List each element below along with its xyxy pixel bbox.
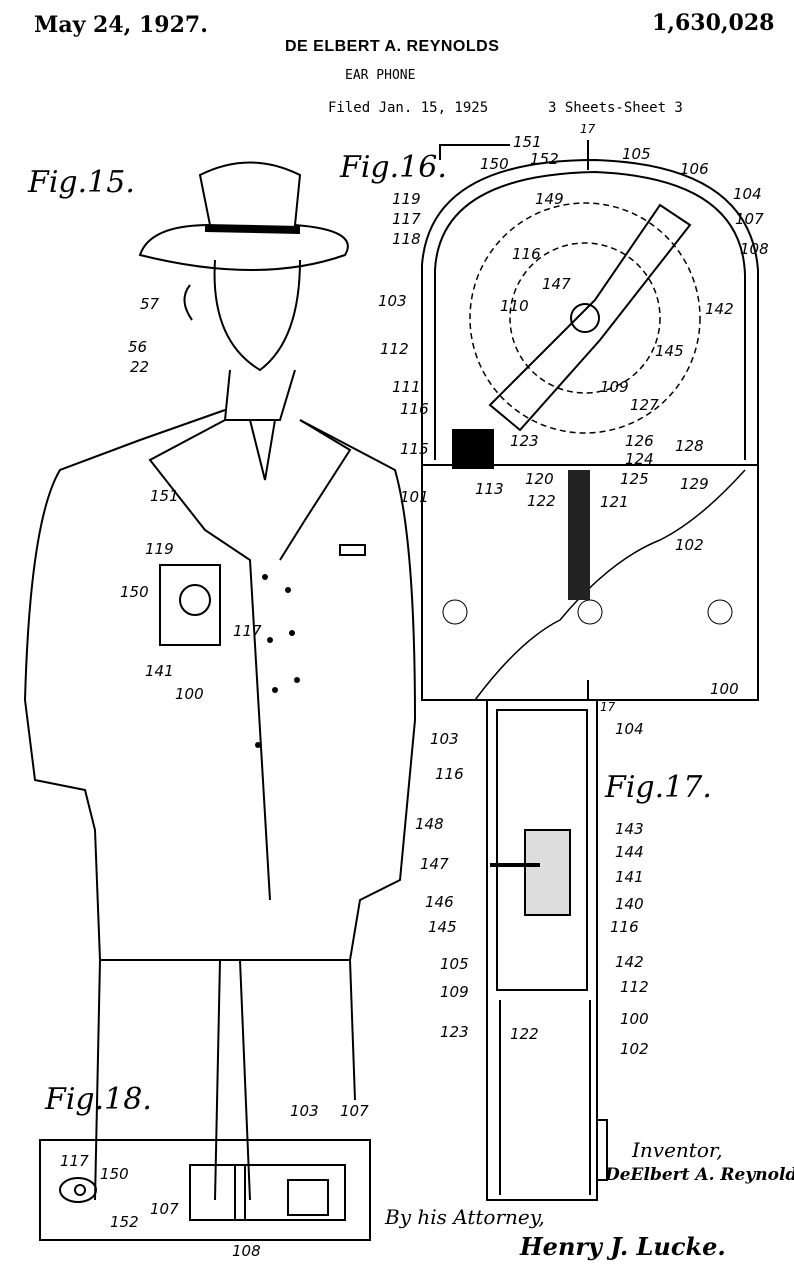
ref-label: 129 bbox=[680, 475, 709, 493]
ref-label: 116 bbox=[610, 918, 639, 936]
ref-label: 146 bbox=[425, 893, 454, 911]
fig17-section-drawing bbox=[486, 699, 608, 1201]
ref-label: 120 bbox=[525, 470, 554, 488]
ref-label: 109 bbox=[440, 983, 469, 1001]
ref-label: 105 bbox=[622, 145, 651, 163]
ref-label: 112 bbox=[620, 978, 649, 996]
ref-label: 124 bbox=[625, 450, 654, 468]
ref-label: 113 bbox=[475, 480, 504, 498]
ref-label: 143 bbox=[615, 820, 644, 838]
filed-date: Filed Jan. 15, 1925 bbox=[328, 100, 489, 116]
ref-label: 102 bbox=[675, 536, 704, 554]
ref-label: 142 bbox=[705, 300, 734, 318]
ref-label: 118 bbox=[392, 230, 421, 248]
ref-label: 150 bbox=[120, 583, 149, 601]
ref-label: 104 bbox=[733, 185, 762, 203]
ref-label: 147 bbox=[542, 275, 571, 293]
ref-label: 100 bbox=[620, 1010, 649, 1028]
sheet-count: 3 Sheets-Sheet 3 bbox=[548, 100, 683, 116]
ref-label: 141 bbox=[615, 868, 644, 886]
ref-label: 107 bbox=[340, 1102, 369, 1120]
fig16-label: Fig.16. bbox=[340, 150, 447, 185]
ref-label: 147 bbox=[420, 855, 449, 873]
attorney-signature: Henry J. Lucke. bbox=[520, 1232, 726, 1261]
patent-date: May 24, 1927. bbox=[34, 12, 208, 38]
fig16-device-drawing bbox=[421, 140, 759, 701]
ref-label: 128 bbox=[675, 437, 704, 455]
ref-label: 117 bbox=[392, 210, 421, 228]
ref-label: 107 bbox=[735, 210, 764, 228]
ref-label: 125 bbox=[620, 470, 649, 488]
section-mark: 17 bbox=[600, 700, 616, 714]
ref-label: 127 bbox=[630, 396, 659, 414]
fig18-label: Fig.18. bbox=[45, 1082, 152, 1117]
ref-label: 123 bbox=[510, 432, 539, 450]
ref-label: 56 bbox=[128, 338, 148, 356]
ref-label: 152 bbox=[530, 150, 559, 168]
inventor-signature: DeElbert A. Reynolds bbox=[605, 1165, 794, 1185]
fig18-top-view-drawing bbox=[39, 1139, 371, 1241]
ref-label: 123 bbox=[440, 1023, 469, 1041]
fig15-man-drawing bbox=[23, 161, 417, 1201]
ref-label: 145 bbox=[655, 342, 684, 360]
ref-label: 101 bbox=[400, 488, 429, 506]
ref-label: 122 bbox=[527, 492, 556, 510]
ref-label: 150 bbox=[480, 155, 509, 173]
fig15-label: Fig.15. bbox=[28, 165, 135, 200]
patent-number: 1,630,028 bbox=[652, 10, 775, 36]
inventor-caption: Inventor, bbox=[632, 1138, 723, 1162]
ref-label: 150 bbox=[100, 1165, 129, 1183]
ref-label: 111 bbox=[392, 378, 421, 396]
ref-label: 103 bbox=[430, 730, 459, 748]
ref-label: 142 bbox=[615, 953, 644, 971]
ref-label: 108 bbox=[232, 1242, 261, 1260]
ref-label: 119 bbox=[392, 190, 421, 208]
ref-label: 106 bbox=[680, 160, 709, 178]
ref-label: 121 bbox=[600, 493, 629, 511]
patent-title: EAR PHONE bbox=[345, 68, 416, 83]
ref-label: 103 bbox=[290, 1102, 319, 1120]
ref-label: 149 bbox=[535, 190, 564, 208]
attorney-caption: By his Attorney, bbox=[385, 1205, 545, 1229]
ref-label: 148 bbox=[415, 815, 444, 833]
ref-label: 116 bbox=[512, 245, 541, 263]
ref-label: 152 bbox=[110, 1213, 139, 1231]
ref-label: 109 bbox=[600, 378, 629, 396]
ref-label: 122 bbox=[510, 1025, 539, 1043]
ref-label: 100 bbox=[710, 680, 739, 698]
ref-label: 100 bbox=[175, 685, 204, 703]
ref-label: 116 bbox=[435, 765, 464, 783]
ref-label: 144 bbox=[615, 843, 644, 861]
ref-label: 117 bbox=[233, 622, 262, 640]
ref-label: 115 bbox=[400, 440, 429, 458]
ref-label: 145 bbox=[428, 918, 457, 936]
ref-label: 107 bbox=[150, 1200, 179, 1218]
ref-label: 105 bbox=[440, 955, 469, 973]
ref-label: 22 bbox=[130, 358, 150, 376]
ref-label: 103 bbox=[378, 292, 407, 310]
ref-label: 141 bbox=[145, 662, 174, 680]
inventor-name: DE ELBERT A. REYNOLDS bbox=[285, 38, 500, 55]
ref-label: 126 bbox=[625, 432, 654, 450]
ref-label: 119 bbox=[145, 540, 174, 558]
ref-label: 151 bbox=[513, 133, 542, 151]
ref-label: 108 bbox=[740, 240, 769, 258]
ref-label: 104 bbox=[615, 720, 644, 738]
ref-label: 57 bbox=[140, 295, 160, 313]
ref-label: 140 bbox=[615, 895, 644, 913]
section-mark: 17 bbox=[580, 122, 596, 136]
ref-label: 117 bbox=[60, 1152, 89, 1170]
fig17-label: Fig.17. bbox=[605, 770, 712, 805]
ref-label: 110 bbox=[500, 297, 529, 315]
ref-label: 102 bbox=[620, 1040, 649, 1058]
ref-label: 116 bbox=[400, 400, 429, 418]
ref-label: 151 bbox=[150, 487, 179, 505]
ref-label: 112 bbox=[380, 340, 409, 358]
